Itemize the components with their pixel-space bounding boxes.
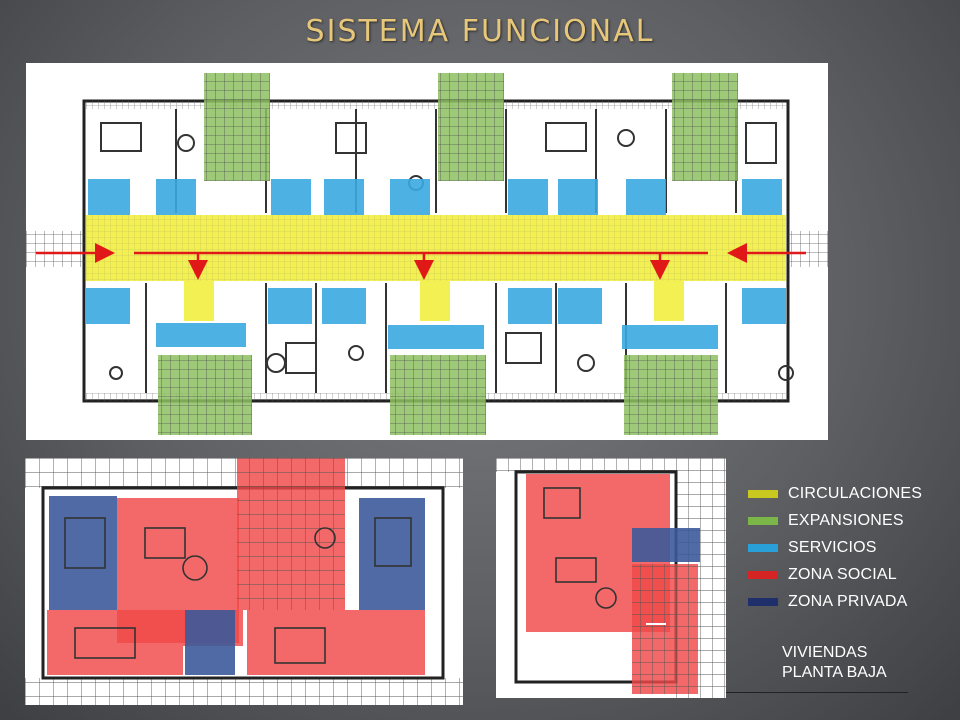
legend-item-circulaciones: CIRCULACIONES: [748, 480, 953, 507]
legend-label: SERVICIOS: [788, 538, 877, 556]
floor-plan-unit-detail-right: [496, 458, 726, 698]
floor-plan-overview: [26, 63, 828, 440]
plan-caption: VIVIENDAS PLANTA BAJA: [782, 643, 887, 683]
legend: CIRCULACIONES EXPANSIONES SERVICIOS ZONA…: [748, 480, 953, 615]
legend-swatch: [748, 489, 778, 498]
legend-swatch: [748, 597, 778, 606]
legend-swatch: [748, 570, 778, 579]
caption-divider: [726, 692, 908, 693]
legend-item-zona-privada: ZONA PRIVADA: [748, 588, 953, 615]
legend-item-zona-social: ZONA SOCIAL: [748, 561, 953, 588]
slide-title: SISTEMA FUNCIONAL: [305, 14, 655, 49]
caption-line-1: VIVIENDAS: [782, 644, 868, 661]
legend-swatch: [748, 516, 778, 525]
legend-item-expansiones: EXPANSIONES: [748, 507, 953, 534]
legend-label: EXPANSIONES: [788, 511, 904, 529]
legend-label: ZONA SOCIAL: [788, 565, 897, 583]
legend-label: CIRCULACIONES: [788, 484, 923, 502]
caption-line-2: PLANTA BAJA: [782, 664, 887, 681]
legend-item-servicios: SERVICIOS: [748, 534, 953, 561]
floor-plan-unit-detail-left: [25, 458, 463, 705]
legend-label: ZONA PRIVADA: [788, 592, 908, 610]
legend-swatch: [748, 543, 778, 552]
